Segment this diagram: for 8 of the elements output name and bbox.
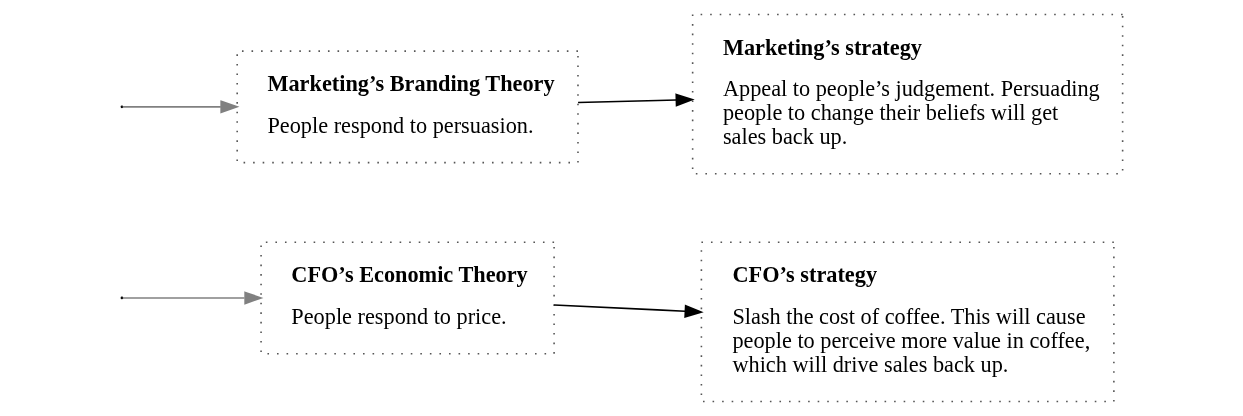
node-box: CFO’s Economic Theory People respond to price. — [259, 241, 555, 355]
arrow — [121, 100, 239, 114]
node-box: Marketing’s Branding Theory People respond to persuasion. — [235, 50, 579, 164]
arrow — [552, 304, 704, 318]
node-box: Marketing’s strategy Appeal to people’s judgement. Persuading people to change their beliefs will get sales back up. — [691, 13, 1123, 175]
arrow — [576, 93, 695, 107]
node-box: CFO’s strategy Slash the cost of coffee. This will cause people to perceive more value in coffee, which will drive sales back up. — [700, 241, 1115, 403]
arrow — [121, 291, 263, 305]
